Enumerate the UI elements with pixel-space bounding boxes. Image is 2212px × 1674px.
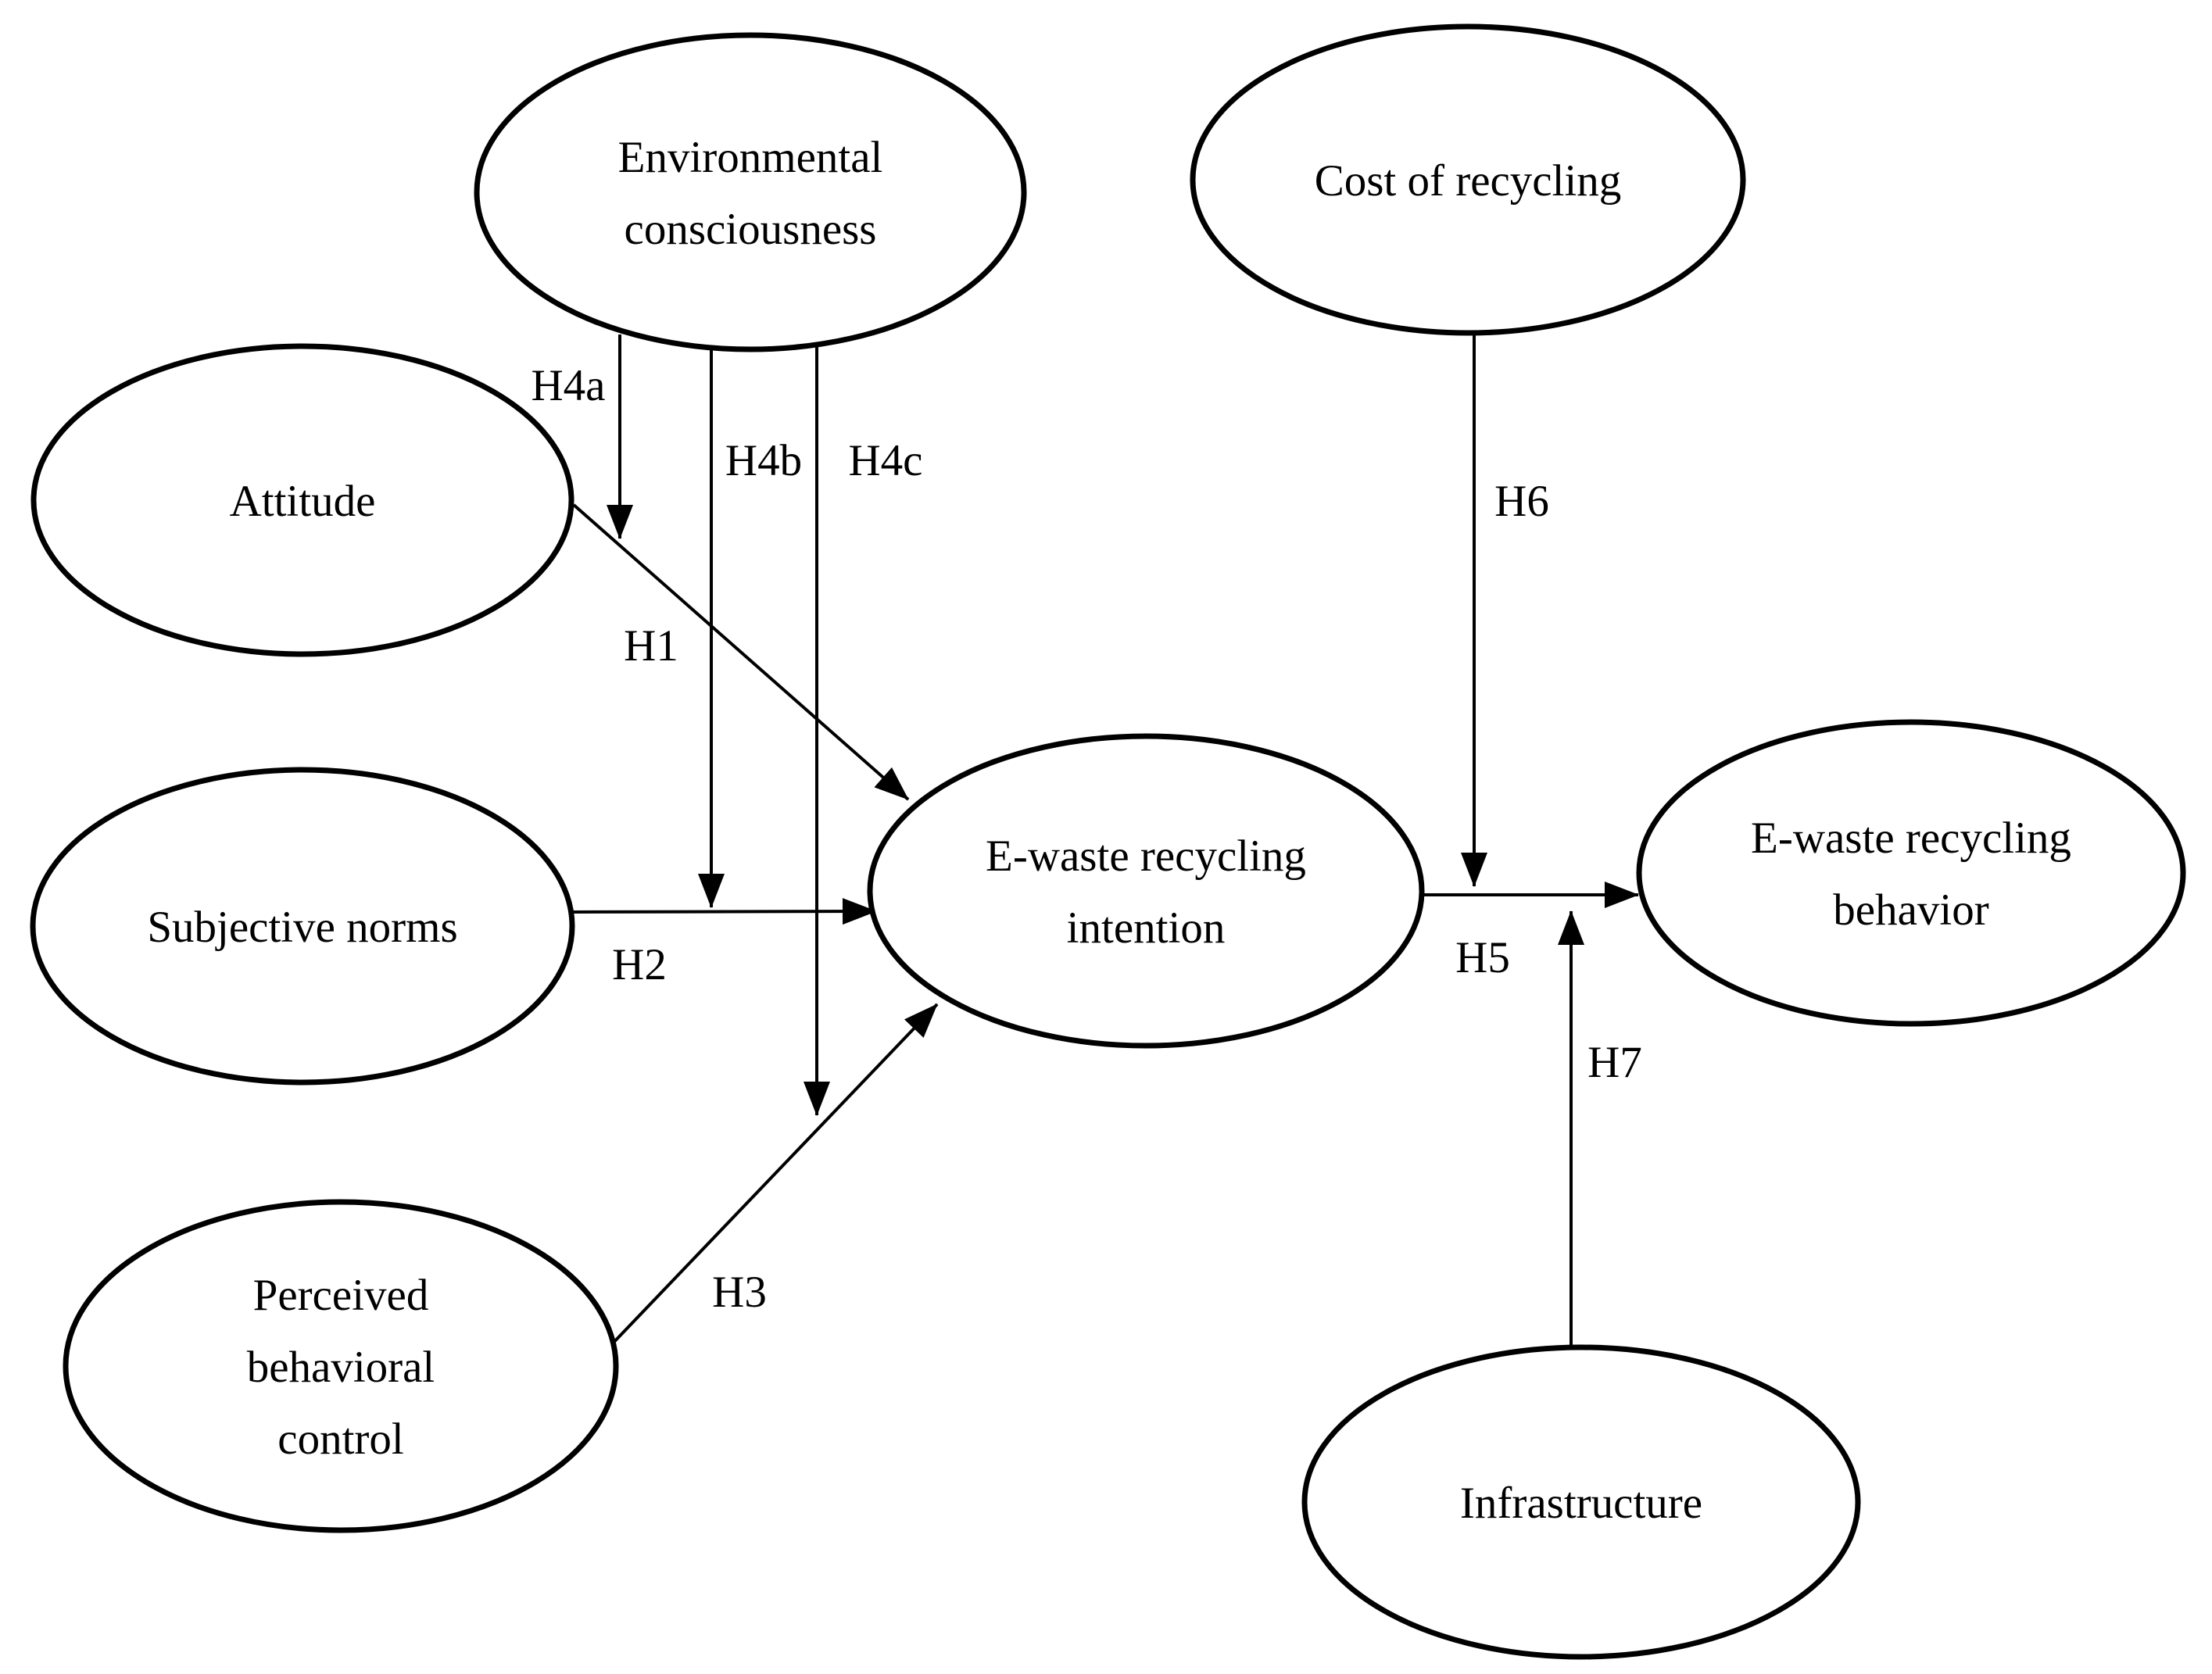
node-e-waste-recycling-intention-label-line-2: intention xyxy=(1067,903,1226,953)
node-subjective-norms-ellipse xyxy=(30,767,575,1086)
node-perceived-behavioral-control-label-line-1: Perceived xyxy=(253,1271,429,1320)
edge-H3-label: H3 xyxy=(712,1268,767,1317)
edge-H3-arrow xyxy=(608,1003,939,1348)
node-environmental-consciousness-label-line-2: consciousness xyxy=(625,205,877,254)
edge-H4a-label: H4a xyxy=(532,361,606,410)
node-infrastructure-label: Infrastructure xyxy=(1460,1479,1702,1528)
node-subjective-norms-label-line-1: Subjective norms xyxy=(147,903,457,952)
node-e-waste-recycling-behavior-label-line-1: E-waste recycling xyxy=(1751,814,2071,863)
edges-layer xyxy=(571,334,1639,1348)
node-cost-of-recycling-label: Cost of recycling xyxy=(1315,156,1622,206)
edge-H1-label: H1 xyxy=(624,621,678,671)
edge-H5-label: H5 xyxy=(1455,933,1510,982)
node-perceived-behavioral-control-label: Perceived behavioral control xyxy=(247,1271,435,1464)
node-infrastructure-ellipse xyxy=(1301,1344,1861,1660)
edge-H7-label: H7 xyxy=(1587,1038,1642,1087)
node-e-waste-recycling-behavior-ellipse xyxy=(1636,719,2186,1027)
node-e-waste-recycling-intention-label: E-waste recycling intention xyxy=(986,832,1306,953)
nodes-layer: Environmental consciousness Cost of recycl… xyxy=(30,23,2186,1660)
node-subjective-norms-label: Subjective norms xyxy=(147,903,457,952)
node-attitude-label: Attitude xyxy=(230,477,376,526)
node-attitude-ellipse xyxy=(30,343,574,657)
edge-H6-label: H6 xyxy=(1494,477,1549,526)
node-environmental-consciousness-ellipse xyxy=(474,32,1027,352)
node-e-waste-recycling-intention-ellipse xyxy=(867,733,1425,1049)
edge-H2-arrow xyxy=(571,898,877,925)
edge-H2-label: H2 xyxy=(612,940,667,989)
node-cost-of-recycling-ellipse xyxy=(1190,23,1746,336)
node-e-waste-recycling-behavior-label-line-2: behavior xyxy=(1833,885,1988,935)
node-e-waste-recycling-behavior-label: E-waste recycling behavior xyxy=(1751,814,2071,935)
node-perceived-behavioral-control-label-line-3: control xyxy=(277,1415,403,1464)
edge-H4b-label: H4b xyxy=(725,436,802,485)
node-perceived-behavioral-control-ellipse xyxy=(63,1199,619,1533)
node-environmental-consciousness-label: Environmental consciousness xyxy=(618,133,883,254)
node-e-waste-recycling-intention-label-line-1: E-waste recycling xyxy=(986,832,1306,881)
node-environmental-consciousness-label-line-1: Environmental xyxy=(618,133,883,182)
node-attitude-label-line-1: Attitude xyxy=(230,477,376,526)
node-cost-of-recycling-label-line-1: Cost of recycling xyxy=(1315,156,1622,206)
edge-H1-arrow xyxy=(572,503,910,801)
edge-H4c-label: H4c xyxy=(849,436,923,485)
node-perceived-behavioral-control-label-line-2: behavioral xyxy=(247,1343,435,1392)
node-infrastructure-label-line-1: Infrastructure xyxy=(1460,1479,1702,1528)
